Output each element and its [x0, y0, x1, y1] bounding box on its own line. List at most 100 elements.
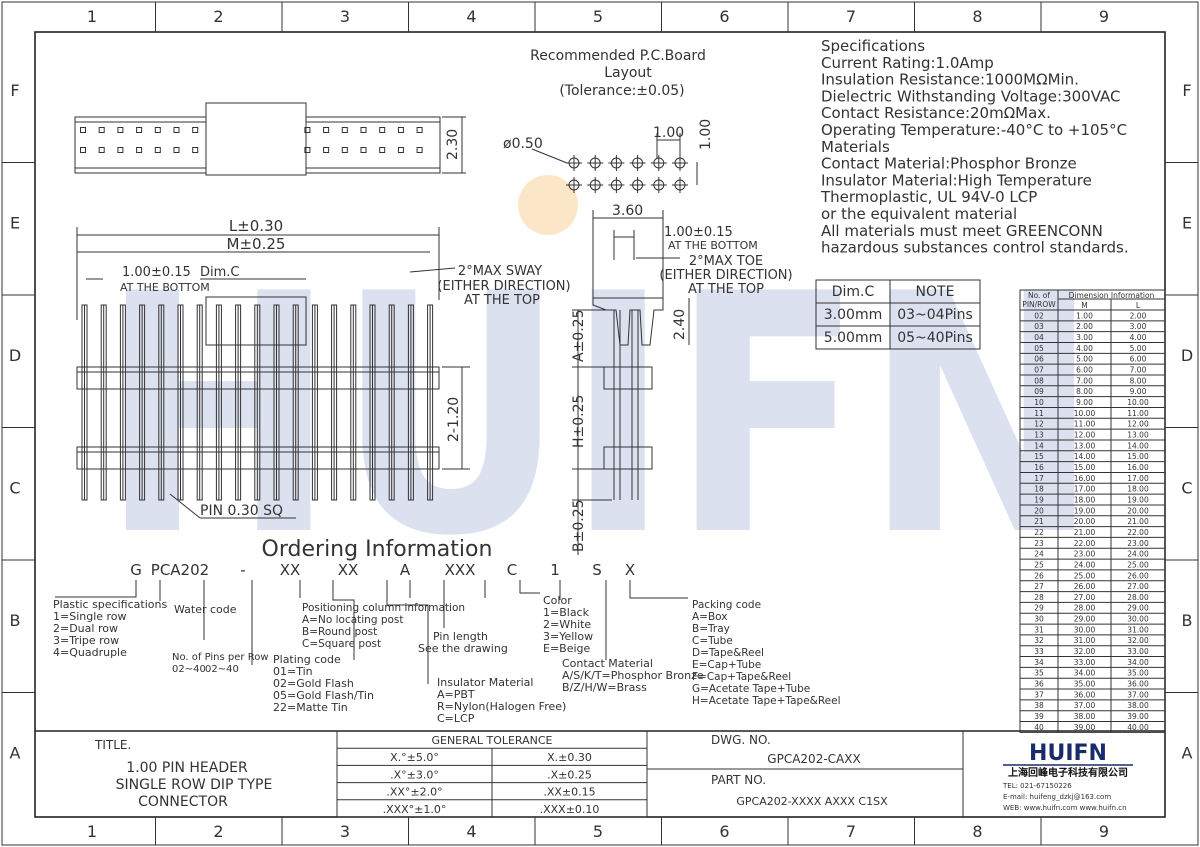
dim-cell-m: 14.00 [1074, 452, 1096, 461]
packing-code: F=Cap+Tape&Reel [692, 671, 791, 683]
pin-note: PIN 0.30 SQ [200, 503, 283, 519]
tolerance-linear: .XX±0.15 [543, 786, 595, 799]
dim-cell-l: 12.00 [1127, 420, 1149, 429]
dim-cell-l: 11.00 [1127, 409, 1149, 418]
dim-cell-l: 32.00 [1127, 636, 1149, 645]
zone-col-top-4: 4 [466, 7, 476, 26]
plating-code: Plating code [273, 653, 341, 666]
top-pin [397, 127, 404, 133]
top-pin [416, 127, 423, 133]
dim-cell-l: 3.00 [1130, 322, 1147, 331]
dim-cell-l: 25.00 [1127, 560, 1149, 569]
dim-cell-l: 23.00 [1127, 539, 1149, 548]
spec-line: Current Rating:1.0Amp [821, 54, 994, 72]
dim-cell-l: 6.00 [1130, 355, 1147, 364]
dimc-header: Dim.C [832, 284, 875, 300]
spec-line: Contact Resistance:20mΩMax. [821, 104, 1051, 122]
dim-cell-pins: 25 [1034, 560, 1044, 569]
side-width-dim: 3.60 [612, 203, 643, 219]
dim-cell-pins: 19 [1034, 495, 1044, 504]
order-code-segment: A [400, 561, 411, 579]
dim-cell-m: 7.00 [1076, 376, 1093, 385]
front-view-pins [81, 304, 434, 501]
spec-line: Insulation Resistance:1000MΩMin. [821, 71, 1079, 89]
plating-code: 22=Matte Tin [273, 701, 348, 714]
title-block: TITLE. 1.00 PIN HEADER SINGLE ROW DIP TY… [35, 730, 1165, 818]
dim-cell-pins: 31 [1034, 625, 1044, 634]
pins-per-row: No. of Pins per Row [172, 652, 269, 663]
dim-cell-pins: 20 [1034, 506, 1044, 515]
insulator-material: A=PBT [437, 688, 475, 701]
insulator-material: C=LCP [437, 712, 475, 725]
dim-cell-m: 9.00 [1076, 398, 1093, 407]
front-view: L±0.30 M±0.25 1.00±0.15 AT THE BOTTOM Di… [76, 217, 571, 519]
top-pin [341, 147, 348, 153]
company-logo: HUIFN [1029, 741, 1107, 766]
front-insulator-1 [76, 366, 440, 390]
b-dim: B±0.25 [571, 499, 587, 552]
dim-cell-m: 3.00 [1076, 333, 1093, 342]
dim-cell-l: 31.00 [1127, 625, 1149, 634]
title-line-3: CONNECTOR [138, 794, 228, 810]
zone-col-top-6: 6 [719, 7, 729, 26]
top-pin [341, 127, 348, 133]
zone-col-bottom-3: 3 [340, 822, 350, 841]
dim-cell-m: 27.00 [1074, 593, 1096, 602]
dim-cell-pins: 32 [1034, 636, 1044, 645]
m-dim: M±0.25 [227, 235, 286, 253]
pcb-title-1: Recommended P.C.Board [530, 48, 706, 64]
dim-cell-m: 28.00 [1074, 604, 1096, 613]
order-code-segment: - [240, 561, 245, 579]
dim-cell-pins: 15 [1034, 452, 1044, 461]
dim-cell-l: 8.00 [1130, 376, 1147, 385]
spec-line: Materials [821, 138, 890, 156]
zone-row-right-F: F [1182, 81, 1191, 100]
dim-cell-l: 21.00 [1127, 517, 1149, 526]
pin-length: Pin length [433, 630, 488, 643]
dim-cell-pins: 10 [1034, 398, 1044, 407]
dim-cell-l: 7.00 [1130, 365, 1147, 374]
dim-cell-l: 10.00 [1127, 398, 1149, 407]
spec-line: Operating Temperature:-40°C to +105°C [821, 121, 1127, 139]
zone-col-top-2: 2 [213, 7, 223, 26]
front-cap [205, 296, 307, 346]
toe-2: (EITHER DIRECTION) [659, 268, 792, 283]
zone-col-top-3: 3 [340, 7, 350, 26]
dim-cell-l: 9.00 [1130, 387, 1147, 396]
order-code-segment: X [625, 561, 635, 579]
dim-cell-l: 38.00 [1127, 701, 1149, 710]
dim-cell-pins: 23 [1034, 539, 1044, 548]
spec-line: Contact Material:Phosphor Bronze [821, 155, 1077, 173]
top-pin [397, 147, 404, 153]
front-pitch-note: AT THE BOTTOM [120, 281, 210, 294]
side-insulator-2 [603, 446, 653, 470]
sway-3: AT THE TOP [464, 293, 540, 308]
dim-header-pinrow: PIN/ROW [1022, 300, 1056, 309]
top-pin [136, 127, 143, 133]
dim-cell-l: 5.00 [1130, 344, 1147, 353]
order-code-segment: G [130, 561, 142, 579]
zone-col-bottom-6: 6 [719, 822, 729, 841]
color-code: 1=Black [543, 606, 590, 619]
dim-cell-m: 30.00 [1074, 625, 1096, 634]
ordering-title: Ordering Information [262, 537, 493, 562]
dim-cell-m: 26.00 [1074, 582, 1096, 591]
company-email: E-mail: huifeng_dzkj@163.com [1003, 793, 1111, 801]
dim-cell-m: 23.00 [1074, 550, 1096, 559]
side-height-dim: 2.40 [672, 309, 688, 340]
dim-cell-l: 13.00 [1127, 430, 1149, 439]
zone-col-bottom-7: 7 [846, 822, 856, 841]
dim-cell-m: 24.00 [1074, 560, 1096, 569]
packing-code: H=Acetate Tape+Tape&Reel [692, 695, 841, 707]
zone-row-left-F: F [10, 81, 19, 100]
dim-header-no: No. of [1028, 291, 1050, 300]
spec-line: All materials must meet GREENCONN [821, 222, 1103, 240]
dim-cell-m: 6.00 [1076, 365, 1093, 374]
plastic-spec: Plastic specifications [53, 598, 167, 611]
sway-2: (EITHER DIRECTION) [437, 279, 570, 294]
dim-cell-pins: 18 [1034, 485, 1044, 494]
